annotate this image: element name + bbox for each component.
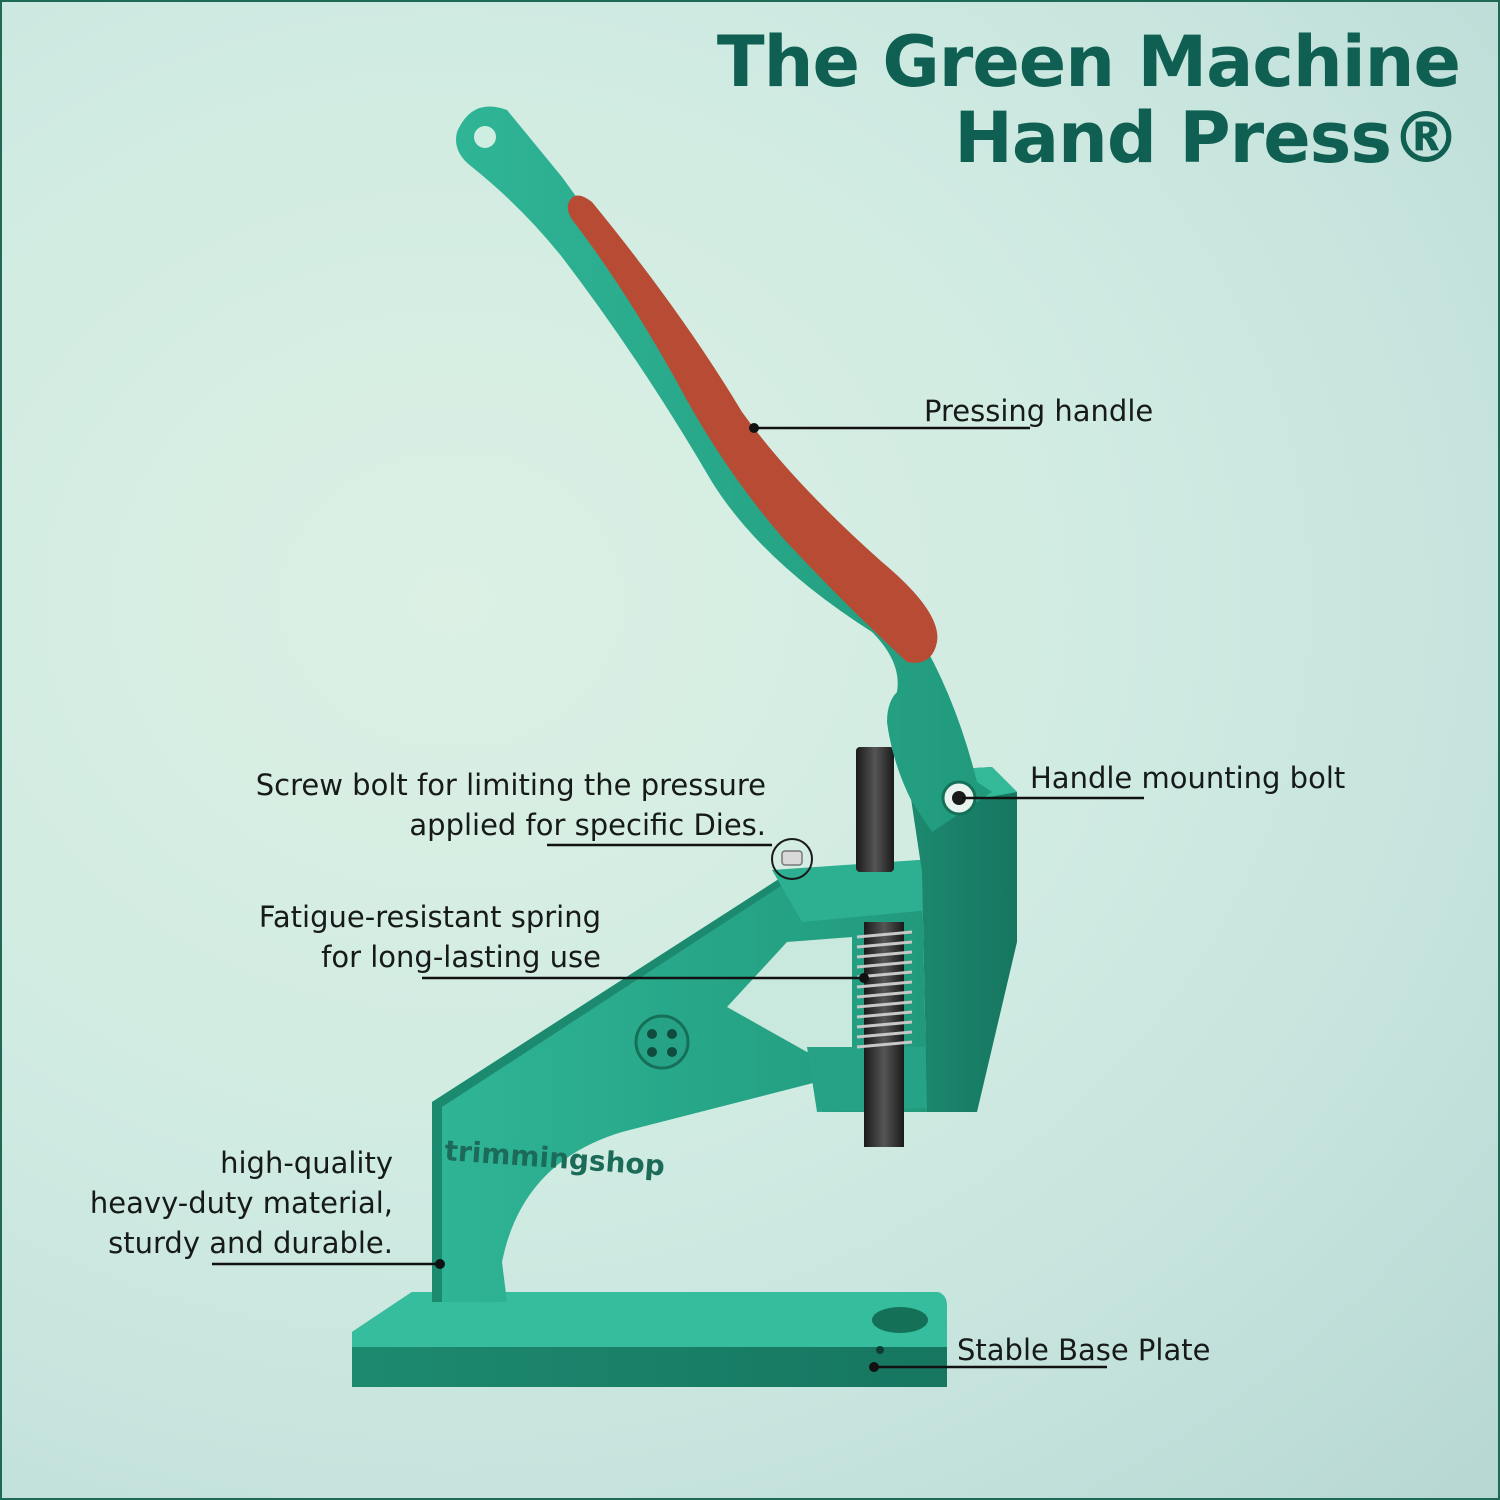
screw-bolt-line-2: applied for specific Dies. [409,808,766,842]
material-line-1: high-quality [220,1146,393,1180]
title-line-2: Hand Press® [954,97,1461,179]
page-title: The Green Machine Hand Press® [716,21,1461,179]
ram-rod [856,747,894,872]
material-line-2: heavy-duty material, [89,1186,393,1220]
spring-line-2: for long-lasting use [321,940,601,974]
spring-line-1: Fatigue-resistant spring [258,900,601,934]
label-pressing-handle: Pressing handle [924,394,1154,428]
screw-bolt [771,838,813,880]
pressing-handle [456,106,992,832]
material-line-3: sturdy and durable. [108,1226,393,1260]
base-plate [352,1292,947,1387]
label-mounting-bolt: Handle mounting bolt [1030,761,1346,795]
callout-lines [212,423,1144,1372]
title-line-1: The Green Machine [716,21,1461,103]
spring [856,922,913,1147]
screw-bolt-line-1: Screw bolt for limiting the pressure [255,768,766,802]
press-frame [432,767,1017,1302]
label-material: high-quality heavy-duty material, sturdy… [90,1143,393,1263]
label-base-plate: Stable Base Plate [957,1333,1211,1367]
label-screw-bolt: Screw bolt for limiting the pressure app… [256,765,766,845]
label-spring: Fatigue-resistant spring for long-lastin… [259,897,601,977]
